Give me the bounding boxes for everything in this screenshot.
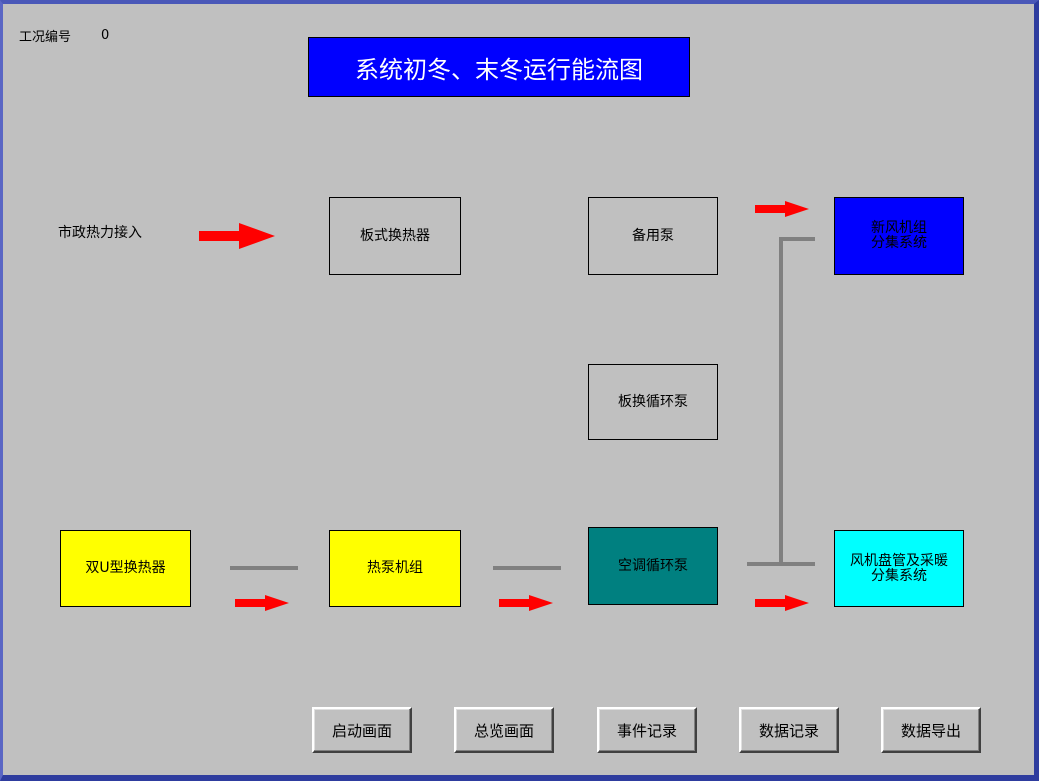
pipe-exchanger-to-heatpump bbox=[230, 566, 298, 570]
heat-pump-unit[interactable]: 热泵机组 bbox=[329, 530, 461, 607]
plate-heat-exchanger[interactable]: 板式换热器 bbox=[329, 197, 461, 275]
municipal-heat-label: 市政热力接入 bbox=[58, 225, 142, 241]
page-title-banner: 系统初冬、末冬运行能流图 bbox=[308, 37, 690, 97]
ac-circulation-pump-label: 空调循环泵 bbox=[618, 557, 688, 574]
startup-screen-button[interactable]: 启动画面 bbox=[312, 707, 412, 753]
arrow-right-icon bbox=[499, 595, 553, 611]
plate-heat-exchanger-label: 板式换热器 bbox=[360, 227, 430, 244]
arrow-right-icon bbox=[199, 223, 275, 249]
fresh-air-unit-label: 新风机组 分集系统 bbox=[871, 220, 927, 251]
heat-pump-unit-label: 热泵机组 bbox=[367, 560, 423, 576]
condition-number-label: 工况编号 bbox=[19, 30, 72, 45]
pipe-riser-to-fresh-air bbox=[779, 237, 815, 241]
plate-circulation-pump-label: 板换循环泵 bbox=[618, 393, 688, 410]
fresh-air-unit[interactable]: 新风机组 分集系统 bbox=[834, 197, 964, 275]
fan-coil-heating-system-label: 风机盘管及采暖 分集系统 bbox=[850, 552, 948, 584]
arrow-right-icon bbox=[755, 595, 809, 611]
page-title: 系统初冬、末冬运行能流图 bbox=[355, 55, 643, 84]
overview-screen-button[interactable]: 总览画面 bbox=[454, 707, 554, 753]
arrow-right-icon bbox=[755, 201, 809, 217]
ac-circulation-pump[interactable]: 空调循环泵 bbox=[588, 527, 718, 605]
event-log-button[interactable]: 事件记录 bbox=[597, 707, 697, 753]
pipe-heatpump-to-acpump bbox=[493, 566, 561, 570]
arrow-right-icon bbox=[235, 595, 289, 611]
double-u-heat-exchanger[interactable]: 双U型换热器 bbox=[60, 530, 191, 607]
double-u-heat-exchanger-label: 双U型换热器 bbox=[85, 560, 166, 576]
data-log-button[interactable]: 数据记录 bbox=[739, 707, 839, 753]
plate-circulation-pump[interactable]: 板换循环泵 bbox=[588, 364, 718, 440]
pipe-vertical-riser bbox=[779, 237, 783, 566]
data-export-button[interactable]: 数据导出 bbox=[881, 707, 981, 753]
fan-coil-heating-system[interactable]: 风机盘管及采暖 分集系统 bbox=[834, 530, 964, 607]
standby-pump[interactable]: 备用泵 bbox=[588, 197, 718, 275]
standby-pump-label: 备用泵 bbox=[632, 227, 674, 244]
condition-number-value: 0 bbox=[101, 28, 110, 43]
